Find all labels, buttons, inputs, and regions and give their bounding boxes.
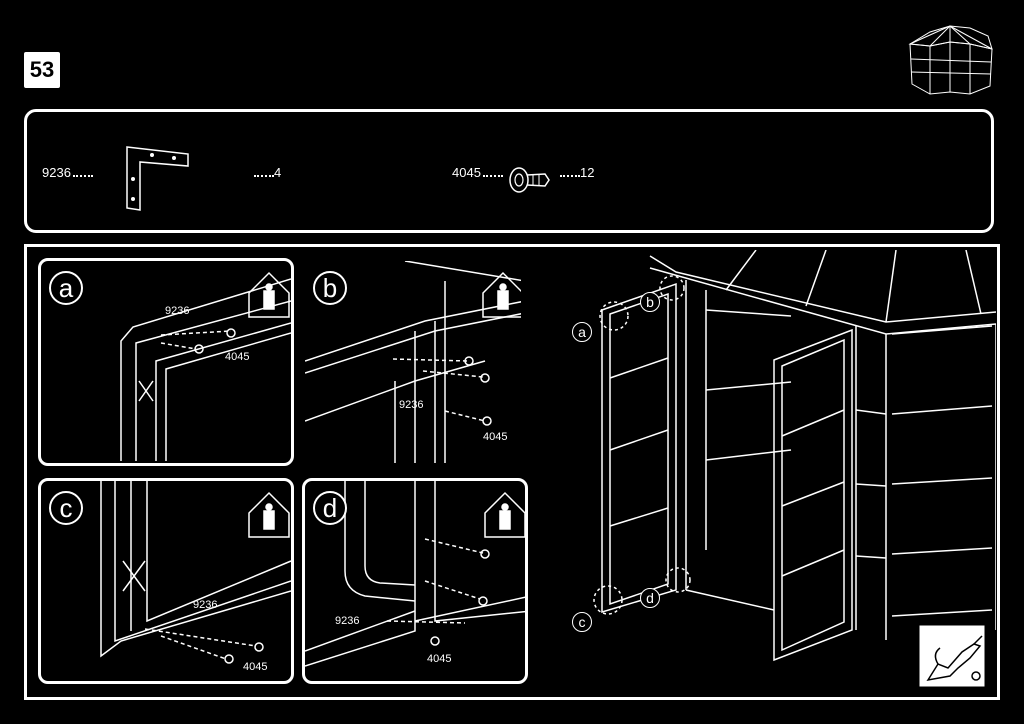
detail-panel-c: c 9236 4045	[38, 478, 294, 684]
overview-callout-b: b	[640, 292, 660, 312]
panel-d-label-9236: 9236	[335, 615, 360, 627]
detail-panel-d: d 9236 4045	[302, 478, 528, 684]
panel-b-label-9236: 9236	[399, 399, 424, 411]
step-number: 53	[24, 52, 60, 88]
part-qty-4045: 12	[558, 165, 594, 180]
panel-c-label-4045: 4045	[243, 661, 268, 673]
detail-panel-a: a 9236 4045	[38, 258, 294, 466]
screw-icon	[509, 167, 550, 193]
part-qty-9236: 4	[252, 165, 281, 180]
overview-callout-d: d	[640, 588, 660, 608]
panel-a-label-4045: 4045	[225, 351, 250, 363]
panel-a-letter: a	[49, 271, 83, 305]
detail-panel-b: b 9236 4045	[302, 258, 524, 466]
panel-a-label-9236: 9236	[165, 305, 190, 317]
part-code-9236: 9236	[42, 165, 93, 180]
power-drill-icon	[919, 625, 985, 687]
assembly-frame	[24, 244, 1000, 700]
part-code-4045: 4045	[452, 165, 503, 180]
panel-c-letter: c	[49, 491, 83, 525]
parts-list-box	[24, 109, 994, 233]
panel-b-letter: b	[313, 271, 347, 305]
greenhouse-door-overview	[593, 250, 996, 662]
overview-callout-a: a	[572, 322, 592, 342]
panel-c-label-9236: 9236	[193, 599, 218, 611]
greenhouse-thumbnail-icon	[908, 25, 993, 95]
corner-bracket-icon	[126, 146, 189, 211]
panel-b-label-4045: 4045	[483, 431, 508, 443]
overview-callout-c: c	[572, 612, 592, 632]
panel-d-label-4045: 4045	[427, 653, 452, 665]
panel-d-letter: d	[313, 491, 347, 525]
